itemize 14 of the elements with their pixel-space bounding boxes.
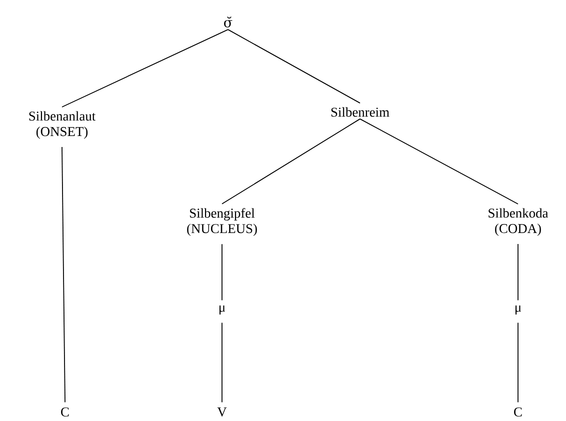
tree-label: Silbenreim (331, 107, 390, 117)
tree-label: Silbengipfel (NUCLEUS) (187, 208, 257, 236)
tree-label: μ (516, 305, 522, 315)
tree-label: V (217, 408, 227, 416)
tree-label: σ̆ (224, 16, 232, 28)
tree-branch (62, 29, 228, 108)
tree-branch (228, 29, 360, 104)
tree-label: Silbenanlaut (ONSET) (29, 111, 96, 139)
tree-label: C (61, 407, 69, 417)
tree-label: μ (220, 305, 226, 315)
tree-label: Silbenkoda (CODA) (488, 208, 548, 236)
tree-branch (360, 118, 518, 204)
tree-branch (222, 118, 360, 204)
tree-label: C (514, 407, 522, 417)
